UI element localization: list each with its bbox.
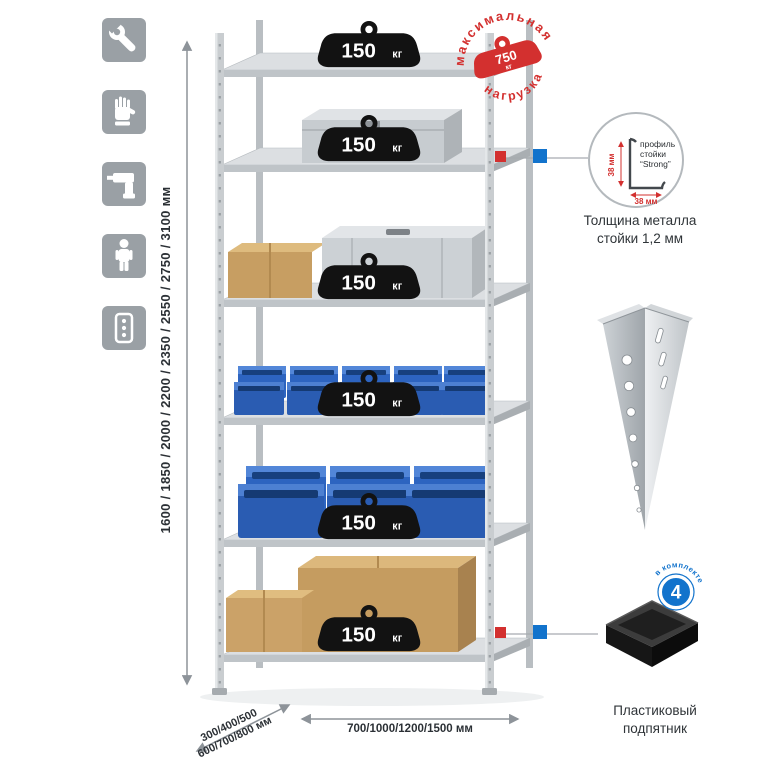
drill-icon [107, 173, 135, 199]
svg-text:150: 150 [341, 512, 376, 535]
floor-shadow [200, 688, 544, 706]
perforated-plate-icon [114, 312, 134, 344]
profile-label-1: профиль [640, 139, 676, 149]
profile-caption: Толщина металла стойки 1,2 мм [583, 213, 697, 246]
post-slots [655, 327, 668, 390]
max-load-stamp: максимальная нагрузка 750 кг [444, 0, 558, 111]
width-dimension-label: 700/1000/1200/1500 мм [347, 723, 473, 735]
rack-back-posts [256, 20, 533, 668]
height-dimension-label: 1600 / 1850 / 2000 / 2200 / 2350 / 2550 … [158, 186, 173, 534]
svg-text:150: 150 [341, 272, 376, 295]
post-perforations [621, 354, 642, 513]
corner-post-image [597, 304, 693, 530]
feature-icon-plate [102, 306, 146, 350]
svg-text:кг: кг [392, 143, 402, 155]
svg-text:кг: кг [392, 398, 402, 410]
depth-dimension-line [195, 704, 291, 752]
shelf-load-badge-1: 150 кг [317, 20, 421, 69]
feature-icon-wrench [102, 18, 146, 62]
profile-label-3: “Strong” [640, 159, 671, 169]
feature-icon-drill [102, 162, 146, 206]
profile-dim-horizontal: 38 мм [635, 197, 658, 206]
dimension-lines [181, 40, 520, 752]
foot-caption: Пластиковый подпятник [613, 703, 697, 736]
profile-cross-section [628, 137, 666, 190]
profile-dim-vertical: 38 мм [607, 153, 616, 176]
svg-text:кг: кг [392, 633, 402, 645]
kit-badge: в комплекте 4 [653, 562, 705, 611]
rack-front-posts [212, 33, 497, 695]
kit-badge-count: 4 [671, 583, 682, 604]
stamp-weight-body [474, 40, 542, 79]
plastic-foot-image [605, 600, 699, 667]
detail-markers [495, 149, 598, 639]
shelf-load-value: 150 [341, 40, 376, 63]
svg-text:150: 150 [341, 134, 376, 157]
shelf-load-badge-4: 150 кг [317, 369, 421, 418]
gloves-icon [115, 96, 136, 126]
person-icon [115, 239, 133, 271]
shelf-load-badge-3: 150 кг [317, 252, 421, 301]
max-load-unit: кг [505, 63, 513, 72]
feature-icon-person [102, 234, 146, 278]
profile-label-2: стойки [640, 149, 666, 159]
svg-text:кг: кг [392, 281, 402, 293]
shelf-load-badge-6: 150 кг [317, 604, 421, 653]
shelf-load-unit: кг [392, 49, 402, 61]
detail-marker-blue-bottom [533, 625, 547, 639]
svg-text:кг: кг [392, 521, 402, 533]
profile-detail-circle: 38 мм 38 мм профиль стойки “Strong” [588, 112, 684, 208]
shelf-load-badge-2: 150 кг [317, 114, 421, 163]
wrench-icon [103, 18, 136, 52]
shelf-load-badge-5: 150 кг [317, 492, 421, 541]
detail-marker-red-top [495, 151, 506, 162]
feature-icon-gloves [102, 90, 146, 134]
svg-text:150: 150 [341, 624, 376, 647]
detail-marker-blue-top [533, 149, 547, 163]
max-load-value: 750 [494, 47, 519, 67]
blue-bins-large [238, 466, 492, 538]
svg-text:150: 150 [341, 389, 376, 412]
cardboard-box-small [228, 243, 326, 298]
detail-marker-red-bottom [495, 627, 506, 638]
